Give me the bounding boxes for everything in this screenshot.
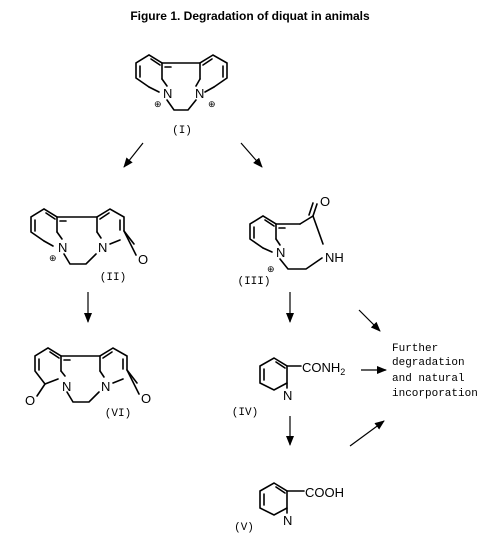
compound-VI-left-n-bond: [44, 378, 59, 385]
compound-III-n: N: [276, 245, 285, 260]
compound-III-ring: [249, 215, 277, 249]
compound-IV-group: CONH2: [302, 360, 345, 377]
compound-V-label: (V): [234, 522, 254, 534]
compound-I-n-right: N: [195, 86, 204, 101]
compound-I-right-n-bond: [204, 86, 215, 93]
compound-VI-left-ring: [34, 347, 62, 385]
note-line-4: incorporation: [392, 388, 478, 400]
compound-VI-right-carbonyl: [126, 369, 140, 395]
arrow-V-to-further: [349, 420, 385, 447]
compound-IV: N CONH2 (IV): [232, 357, 345, 419]
note-line-2: degradation: [392, 357, 465, 369]
compound-I-left-n-bond: [148, 86, 160, 93]
compound-IV-group-subscript: 2: [340, 367, 345, 377]
compound-IV-label: (IV): [232, 407, 258, 419]
compound-II-right-n-bond: [109, 239, 121, 245]
compound-II-bridge: [63, 253, 97, 265]
compound-III-carbonyl-o2: [308, 202, 314, 216]
compound-III-oxygen: O: [320, 194, 330, 209]
compound-II-carbonyl: [123, 230, 137, 256]
compound-VI-right-n-bond: [99, 370, 105, 378]
compound-VI-n-right: N: [101, 379, 110, 394]
arrow-III-to-further: [358, 309, 381, 332]
compound-II-n-right: N: [98, 240, 107, 255]
compound-II-right-ring-double: [99, 212, 110, 220]
compound-VI-oxygen-right: O: [141, 391, 151, 406]
compound-III-nh: NH: [325, 250, 344, 265]
compound-VI-bridge: [66, 391, 100, 403]
compound-II: N N O ⊕ (II): [30, 208, 148, 284]
compound-II-left-n-bond: [56, 231, 63, 240]
compound-II-left-n-bond: [43, 240, 54, 247]
arrow-I-to-II: [123, 142, 144, 168]
arrow-I-to-III: [240, 142, 263, 168]
compound-I-right-n-bond: [195, 78, 201, 87]
compound-I-n-left: N: [163, 86, 172, 101]
compound-I-left-ring-double: [150, 58, 161, 66]
compound-III-ring-double: [264, 219, 275, 227]
compound-V: N COOH (V): [234, 482, 344, 534]
compound-VI-right-n-bond: [112, 378, 124, 384]
compound-IV-group-main: CONH: [302, 360, 340, 375]
compound-II-charge: ⊕: [49, 253, 57, 263]
compound-III-n-bond: [275, 238, 281, 246]
compound-VI-left-ring-double: [49, 351, 60, 359]
compound-V-ring-double: [275, 486, 286, 494]
further-degradation-note: Further degradation and natural incorpor…: [392, 343, 478, 400]
compound-I-charge-left: ⊕: [154, 99, 162, 109]
compound-II-right-n-bond: [96, 231, 102, 239]
compound-III-carbonyl-o: [312, 203, 318, 217]
compound-I-right-ring-double: [202, 58, 213, 66]
compound-II-n-left: N: [58, 240, 67, 255]
compound-I: N N ⊕ ⊕ (I): [135, 54, 228, 137]
compound-II-label: (II): [100, 272, 126, 284]
compound-VI-left-n-bond: [60, 370, 66, 377]
compound-V-group: COOH: [305, 485, 344, 500]
compound-VI-right-ring-double: [102, 351, 113, 359]
compound-VI: N N O O (VI): [25, 347, 151, 420]
compound-I-charge-right: ⊕: [208, 99, 216, 109]
compound-III-n-bond: [262, 247, 273, 253]
compound-I-label: (I): [172, 125, 192, 137]
compound-III-label: (III): [237, 276, 270, 288]
compound-VI-n-left: N: [62, 379, 71, 394]
compound-VI-left-carbonyl: [36, 383, 46, 397]
compound-II-oxygen: O: [138, 252, 148, 267]
compound-VI-oxygen-left: O: [25, 393, 35, 408]
compound-III-c-to-nh: [312, 215, 324, 245]
compound-IV-ring-double: [275, 361, 286, 369]
compound-III-bridge: [279, 257, 323, 270]
compound-I-left-n-bond: [161, 78, 168, 87]
compound-III: O N NH ⊕ (III): [237, 194, 343, 288]
compound-I-bridge: [166, 99, 197, 111]
compound-VI-label: (VI): [105, 408, 131, 420]
compound-I-right-ring: [199, 54, 228, 88]
compound-III-carbonyl-c: [299, 215, 314, 225]
note-line-3: and natural: [392, 373, 465, 385]
compound-IV-n: N: [283, 388, 292, 403]
compound-II-left-ring: [30, 208, 58, 242]
note-line-1: Further: [392, 343, 438, 355]
compound-II-left-ring-double: [45, 212, 56, 220]
compound-III-charge: ⊕: [267, 264, 275, 274]
compound-V-n: N: [283, 513, 292, 528]
figure-title: Figure 1. Degradation of diquat in anima…: [130, 9, 370, 23]
compound-I-left-ring: [135, 54, 163, 88]
